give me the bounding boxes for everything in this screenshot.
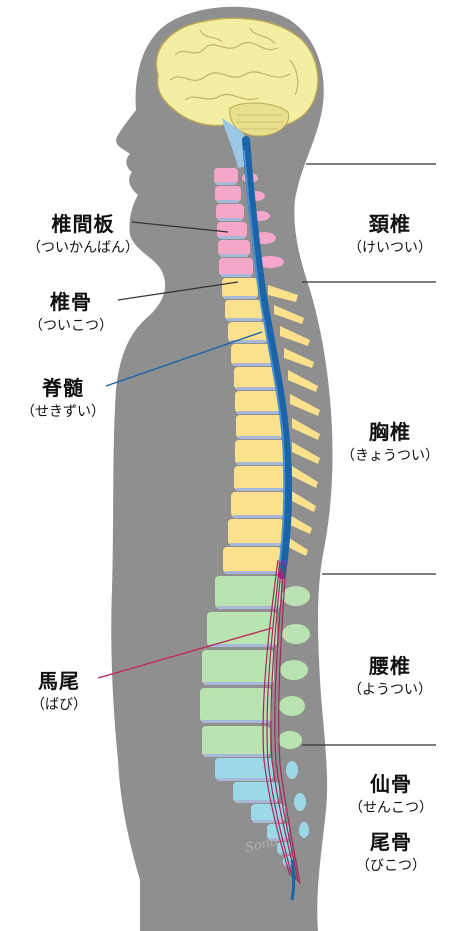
cauda-equina bbox=[262, 559, 301, 885]
vertebra-label-reading: （ついこつ） bbox=[29, 318, 113, 334]
intervertebral-disc bbox=[216, 182, 236, 185]
intervertebral-disc bbox=[237, 462, 283, 465]
cauda-equina-pointer bbox=[97, 627, 273, 679]
disc-label-reading: （ついかんばん） bbox=[27, 240, 139, 256]
spinal-cord-pointer bbox=[105, 331, 263, 387]
sacral-processes bbox=[286, 761, 309, 838]
cervical-vertebra bbox=[214, 168, 238, 184]
intervertebral-disc bbox=[217, 606, 279, 609]
brain bbox=[155, 17, 319, 137]
thoracic-processes bbox=[268, 285, 320, 556]
intervertebral-disc bbox=[227, 318, 261, 321]
cervical-label-main: 頚椎 bbox=[369, 212, 411, 236]
cervical-vertebra bbox=[219, 258, 253, 276]
intervertebral-disc bbox=[220, 254, 248, 257]
thoracic-label-reading: （きょうつい） bbox=[341, 448, 439, 464]
disc-label-main: 椎間板 bbox=[51, 212, 115, 236]
intervertebral-disc bbox=[236, 488, 284, 491]
vertebra-pointer bbox=[117, 281, 239, 301]
intervertebral-disc bbox=[225, 571, 279, 574]
intervertebral-disc bbox=[217, 200, 239, 203]
lumbar-vertebra bbox=[202, 650, 274, 684]
thoracic-vertebra bbox=[234, 367, 278, 389]
lumbar-label-reading: （ようつい） bbox=[348, 682, 432, 698]
sacral-vertebra bbox=[215, 758, 273, 780]
disc-pointer bbox=[131, 221, 229, 233]
intervertebral-disc bbox=[235, 800, 277, 803]
coccyx-label: 尾骨 （びこつ） bbox=[332, 826, 450, 875]
intervertebral-disc bbox=[217, 778, 271, 781]
intervertebral-disc bbox=[237, 411, 279, 414]
cauda-equina-label: 馬尾 （ばび） bbox=[16, 665, 102, 714]
intervertebral-disc bbox=[204, 754, 268, 757]
coccyx-label-main: 尾骨 bbox=[370, 830, 412, 854]
intervertebral-disc bbox=[204, 682, 272, 685]
spinal-cord-label: 脊髄 （せきずい） bbox=[4, 372, 122, 421]
vertebra-label: 椎骨 （ついこつ） bbox=[6, 286, 136, 335]
sacrum-label-main: 仙骨 bbox=[370, 772, 412, 796]
intervertebral-disc bbox=[238, 436, 282, 439]
intervertebral-disc bbox=[219, 236, 245, 239]
thoracic-label-main: 胸椎 bbox=[369, 420, 411, 444]
cervical-vertebra bbox=[216, 204, 244, 220]
spinal-cord-label-main: 脊髄 bbox=[42, 376, 84, 400]
cervical-vertebra bbox=[218, 240, 250, 256]
intervertebral-disc bbox=[230, 340, 266, 343]
vertebra-label-main: 椎骨 bbox=[50, 290, 92, 314]
cervical-label-reading: （けいつい） bbox=[348, 240, 432, 256]
thoracic-vertebra bbox=[234, 466, 286, 490]
thoracic-vertebra bbox=[222, 278, 258, 298]
cervical-vertebra bbox=[217, 222, 247, 238]
lumbar-vertebra bbox=[202, 726, 270, 756]
thoracic-vertebra bbox=[231, 344, 273, 365]
artist-signature: Sono bbox=[244, 834, 280, 856]
cervical-vertebra bbox=[215, 186, 241, 202]
thoracic-vertebra bbox=[223, 547, 281, 573]
thoracic-vertebra bbox=[235, 440, 285, 464]
spinal-cord-highlight bbox=[243, 149, 286, 571]
spinal-cord bbox=[242, 136, 293, 579]
sacrum-label-reading: （せんこつ） bbox=[349, 800, 433, 816]
lumbar-vertebra bbox=[200, 688, 272, 722]
cauda-equina-label-main: 馬尾 bbox=[38, 669, 80, 693]
thoracic-vertebra bbox=[228, 322, 268, 342]
cervical-label: 頚椎 （けいつい） bbox=[330, 208, 450, 257]
vertebral-column bbox=[200, 168, 293, 867]
spinal-cord-label-reading: （せきずい） bbox=[21, 404, 105, 420]
body-silhouette bbox=[111, 6, 333, 931]
lumbar-label: 腰椎 （ようつい） bbox=[330, 650, 450, 699]
lumbar-label-main: 腰椎 bbox=[369, 654, 411, 678]
lumbar-vertebra bbox=[207, 612, 277, 646]
lumbar-processes bbox=[278, 586, 310, 749]
thoracic-vertebra bbox=[228, 519, 284, 545]
lumbar-vertebra bbox=[215, 576, 281, 608]
sacrum-label: 仙骨 （せんこつ） bbox=[332, 768, 450, 817]
thoracic-vertebra bbox=[235, 391, 281, 413]
thoracic-vertebra bbox=[236, 415, 284, 438]
intervertebral-disc bbox=[233, 363, 271, 366]
coccyx-label-reading: （びこつ） bbox=[356, 858, 426, 874]
intervertebral-disc bbox=[230, 543, 282, 546]
sacral-vertebra bbox=[251, 804, 285, 822]
intervertebral-disc bbox=[221, 274, 251, 277]
filum-terminale bbox=[290, 859, 295, 901]
intervertebral-disc bbox=[202, 720, 270, 723]
thoracic-vertebra bbox=[225, 300, 263, 320]
intervertebral-disc bbox=[224, 296, 256, 299]
disc-label: 椎間板 （ついかんばん） bbox=[8, 208, 158, 257]
thoracic-label: 胸椎 （きょうつい） bbox=[326, 416, 454, 465]
intervertebral-disc bbox=[218, 218, 242, 221]
intervertebral-disc bbox=[209, 644, 275, 647]
cauda-equina-label-reading: （ばび） bbox=[31, 697, 87, 713]
intervertebral-disc bbox=[236, 387, 276, 390]
thoracic-vertebra bbox=[231, 492, 285, 517]
intervertebral-disc bbox=[233, 515, 283, 518]
